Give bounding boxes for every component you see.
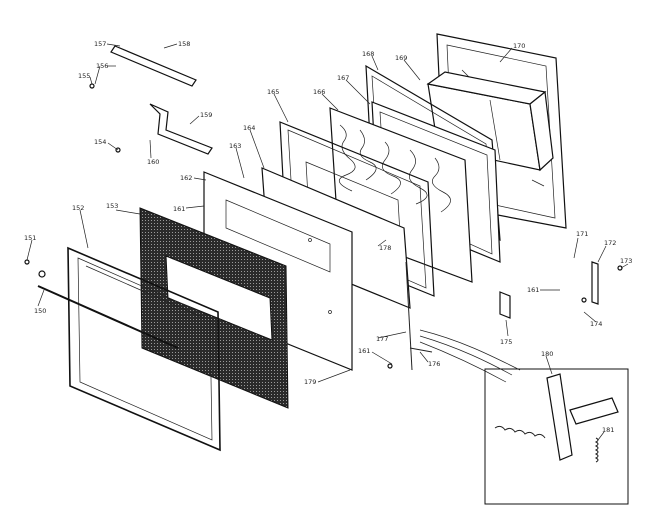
label-173: 173 <box>620 257 632 265</box>
label-171: 171 <box>576 230 588 238</box>
label-154: 154 <box>94 138 106 146</box>
outer-door-frame-152 <box>37 246 221 452</box>
label-168: 168 <box>362 50 374 58</box>
label-180-inset: 180 <box>541 350 553 358</box>
label-170: 170 <box>513 42 525 50</box>
label-165: 165 <box>267 88 279 96</box>
label-176: 176 <box>428 360 440 368</box>
label-167: 167 <box>337 74 349 82</box>
label-163: 163 <box>229 142 241 150</box>
label-157: 157 <box>94 40 106 48</box>
label-161-right: 161 <box>527 286 539 294</box>
hinge-detail-inset <box>419 329 629 505</box>
label-159: 159 <box>200 111 212 119</box>
label-158: 158 <box>178 40 190 48</box>
leader-lines <box>26 43 629 441</box>
label-166: 166 <box>313 88 325 96</box>
hinge-assembly-parts <box>405 261 599 371</box>
hinge-bracket-upper <box>94 45 213 155</box>
label-160: 160 <box>147 158 159 166</box>
label-156: 156 <box>96 62 108 70</box>
label-177: 177 <box>376 335 388 343</box>
label-153: 153 <box>106 202 118 210</box>
label-155: 155 <box>78 72 90 80</box>
label-181: 181 <box>602 426 614 434</box>
label-161-bottom: 161 <box>358 347 370 355</box>
label-151: 151 <box>24 234 36 242</box>
label-161-top: 161 <box>173 205 185 213</box>
label-172: 172 <box>604 239 616 247</box>
part-labels: 157 158 156 155 159 154 160 168 169 170 … <box>24 40 632 434</box>
label-152: 152 <box>72 204 84 212</box>
label-150-handle: 150 <box>34 307 46 315</box>
label-162: 162 <box>180 174 192 182</box>
label-164: 164 <box>243 124 255 132</box>
mesh-panel-153 <box>139 207 289 409</box>
label-179: 179 <box>304 378 316 386</box>
screws <box>24 83 623 369</box>
label-178: 178 <box>379 244 391 252</box>
label-175: 175 <box>500 338 512 346</box>
label-169: 169 <box>395 54 407 62</box>
label-174: 174 <box>590 320 602 328</box>
